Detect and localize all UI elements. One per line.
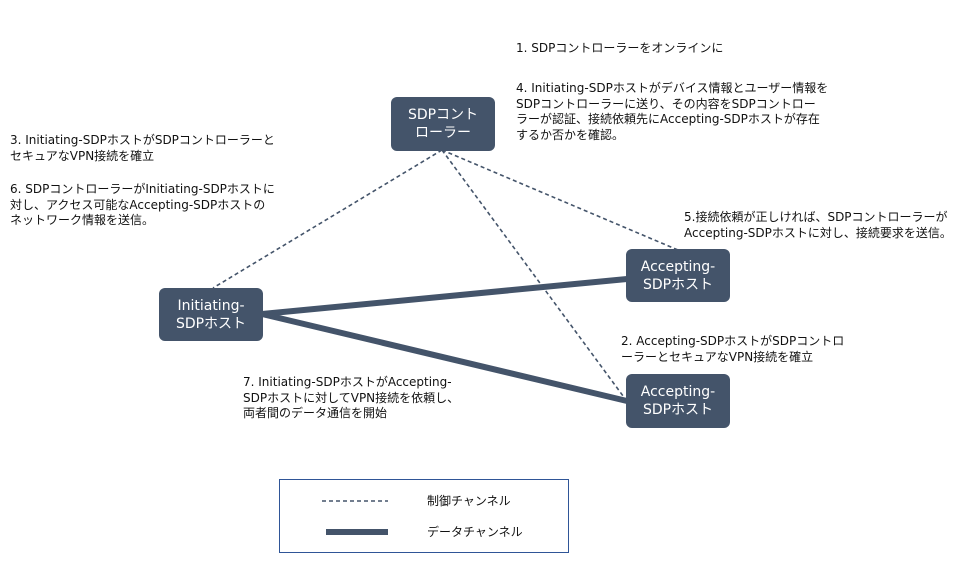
control-channel-controller-accepting-top	[441, 149, 679, 251]
accepting-sdp-host-node-top: Accepting- SDPホスト	[626, 249, 730, 302]
legend-control-channel-label: 制御チャンネル	[427, 494, 511, 508]
step3-note: 3. Initiating-SDPホストがSDPコントローラーと セキュアなVP…	[10, 133, 275, 163]
step7-note: 7. Initiating-SDPホストがAccepting- SDPホストに対…	[243, 375, 460, 420]
step5-note: 5.接続依頼が正しければ、SDPコントローラーが Accepting-SDPホス…	[684, 210, 952, 240]
legend-data-channel-label: データチャンネル	[427, 525, 523, 539]
data-channel-initiating-accepting-bottom	[261, 311, 628, 404]
step4-note: 4. Initiating-SDPホストがデバイス情報とユーザー情報を SDPコ…	[516, 81, 829, 142]
accepting-sdp-host-node-bottom: Accepting- SDPホスト	[626, 374, 730, 428]
sdp-controller-node: SDPコント ローラー	[391, 97, 495, 151]
control-channel-controller-initiating	[212, 149, 443, 289]
step6-note: 6. SDPコントローラーがInitiating-SDPホストに 対し、アクセス…	[10, 182, 275, 227]
data-channel-initiating-accepting-top	[261, 276, 628, 317]
step1-note: 1. SDPコントローラーをオンラインに	[516, 41, 724, 55]
legend-swatches	[322, 500, 388, 535]
step2-note: 2. Accepting-SDPホストがSDPコントロ ーラーとセキュアなVPN…	[621, 334, 845, 364]
initiating-sdp-host-node: Initiating- SDPホスト	[159, 288, 263, 341]
control-channel-controller-accepting-bottom	[441, 149, 627, 401]
legend: 制御チャンネル データチャンネル	[279, 479, 569, 553]
